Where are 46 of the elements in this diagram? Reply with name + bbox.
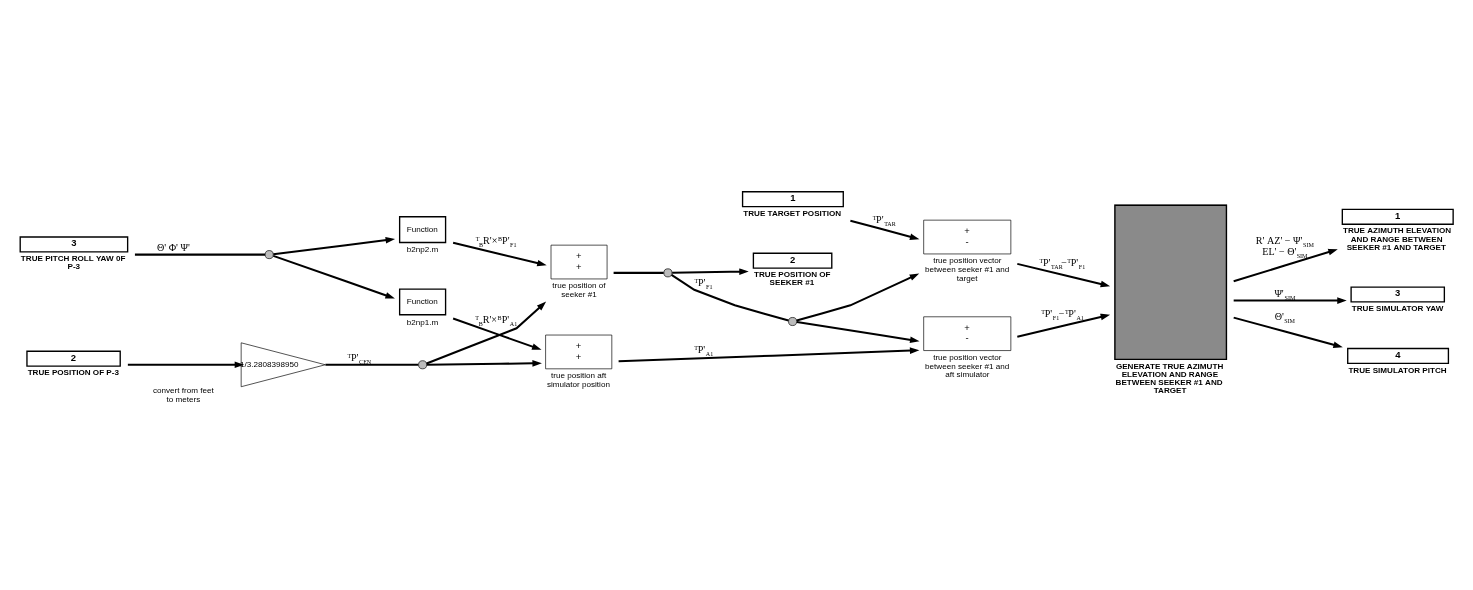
connector — [134, 253, 266, 256]
edge-label: $^{T}$P'$_{TAR}$−$^{T}$P'$_{F1}$ — [1039, 256, 1086, 270]
node-box: 1 — [1341, 208, 1454, 225]
arrow — [1017, 313, 1111, 338]
arrow — [796, 273, 920, 322]
edge-label: $^{T}$P'$_{A1}$ — [694, 343, 714, 357]
arrow — [1017, 262, 1111, 287]
node-box: + - — [923, 219, 1012, 254]
arrow — [1233, 316, 1343, 348]
edge-label: Ψ'$_{SIM}$ — [1274, 287, 1296, 301]
arrow — [273, 236, 396, 255]
arrow — [1233, 296, 1347, 304]
node-circle — [264, 249, 274, 259]
node-box: 1 — [741, 190, 844, 207]
arrow — [672, 267, 749, 275]
node-box: 4 — [1347, 347, 1450, 364]
edge-label: $^{T}$P'$_{F1}$−$^{T}$P'$_{A1}$ — [1041, 307, 1084, 321]
node-box: + + — [545, 334, 613, 369]
arrow — [452, 317, 542, 350]
arrow — [426, 301, 547, 364]
node-circle — [663, 267, 673, 277]
node-box: 2 — [752, 252, 833, 269]
edge-label: $^{T}$P'$_{TAR}$ — [872, 213, 896, 227]
connector — [670, 273, 789, 322]
arrow — [618, 346, 920, 362]
edge-label: R' AZ' − Ψ'$_{SIM}$ EL' − Θ'$_{SIM}$ — [1255, 234, 1314, 259]
edge-label: Θ'$_{SIM}$ — [1274, 309, 1296, 323]
arrow — [426, 359, 542, 367]
arrow — [127, 360, 245, 368]
node-circle — [788, 316, 797, 326]
node-box: 2 — [26, 350, 121, 367]
arrow — [850, 219, 920, 240]
arrow — [796, 320, 920, 343]
connector — [613, 271, 664, 274]
node-box: + - — [923, 315, 1012, 351]
arrow — [273, 254, 395, 299]
connector — [325, 363, 419, 366]
edge-label: $^{T}$P'$_{F1}$ — [694, 276, 713, 290]
node-circle — [418, 359, 427, 369]
node-box: 3 — [19, 235, 129, 253]
node-box: 3 — [1350, 285, 1446, 303]
arrow — [1233, 248, 1338, 282]
edge-label: $^{T}$P'$_{CEN}$ — [347, 351, 372, 365]
node-box: + + — [550, 244, 608, 279]
edge-label: Θ' Φ' Ψ' — [157, 241, 190, 253]
arrow — [452, 241, 547, 266]
